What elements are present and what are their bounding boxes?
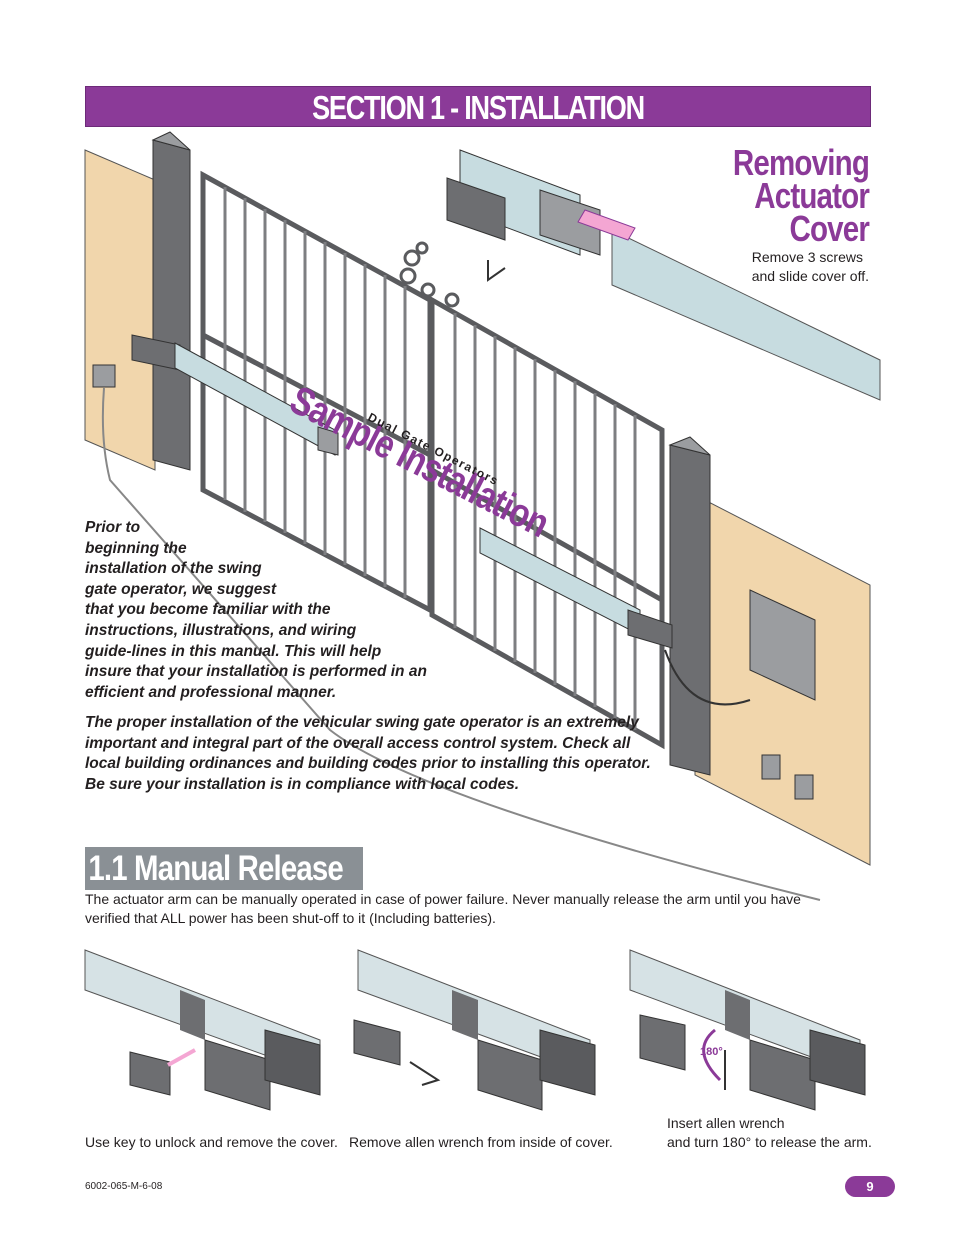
removing-cover-heading: Removing Actuator Cover [703,142,870,249]
left-wall [84,149,156,471]
manual-release-heading-box: 1.1 Manual Release [85,847,363,890]
section-title: SECTION 1 - INSTALLATION [312,89,645,126]
removing-cover-line: Actuator [754,175,870,216]
removing-cover-note: Remove 3 screws and slide cover off. [752,248,869,286]
manual-release-step3-illustration [629,949,866,1111]
page-number-badge: 9 [845,1176,895,1197]
control-box [749,589,816,701]
manual-release-text: The actuator arm can be manually operate… [85,891,801,926]
manual-release-title: 1.1 Manual Release [88,849,343,888]
intro-line: efficient and professional manner. [85,683,337,701]
angle-label: 180° [700,1046,723,1058]
step3-caption-line: and turn 180° to release the arm. [667,1134,872,1150]
removing-cover-inset [446,149,881,401]
manual-release-step2-illustration [353,949,596,1111]
step2-caption: Remove allen wrench from inside of cover… [349,1134,613,1150]
intro-line: beginning the [85,539,187,557]
right-actuator [479,527,673,649]
step1-caption: Use key to unlock and remove the cover. [85,1134,338,1150]
intro-line: gate operator, we suggest [85,580,277,598]
left-junction-box [92,364,116,388]
intro-line: guide-lines in this manual. This will he… [85,642,382,660]
removing-cover-line: Removing [732,142,870,183]
section-banner: SECTION 1 - INSTALLATION [85,86,871,127]
right-gate-bars [453,313,637,730]
intro-line: that you become familiar with the [85,601,331,619]
step3-caption: Insert allen wrench and turn 180° to rel… [667,1114,872,1152]
intro-line: instructions, illustrations, and wiring [85,621,357,639]
intro-paragraph-1: Prior to beginning the installation of t… [85,518,427,703]
right-post [669,444,711,776]
note-line: Remove 3 screws [751,249,863,265]
right-gate [429,295,665,750]
right-junction-box-1 [761,754,781,780]
step3-caption-line: Insert allen wrench [667,1115,785,1131]
left-actuator [131,334,339,456]
document-code: 6002-065-M-6-08 [85,1181,163,1192]
intro-line: installation of the swing [85,560,262,578]
left-gate-bars [223,187,407,598]
intro-paragraph-2: The proper installation of the vehicular… [85,714,651,793]
right-junction-box-2 [794,774,814,800]
intro-line: insure that your installation is perform… [85,663,427,681]
left-post [152,139,191,471]
manual-release-step1-illustration [84,949,321,1111]
note-line: and slide cover off. [751,268,869,284]
removing-cover-line: Cover [789,208,869,249]
intro-line: Prior to [85,519,141,536]
gate-ornament [399,241,460,308]
